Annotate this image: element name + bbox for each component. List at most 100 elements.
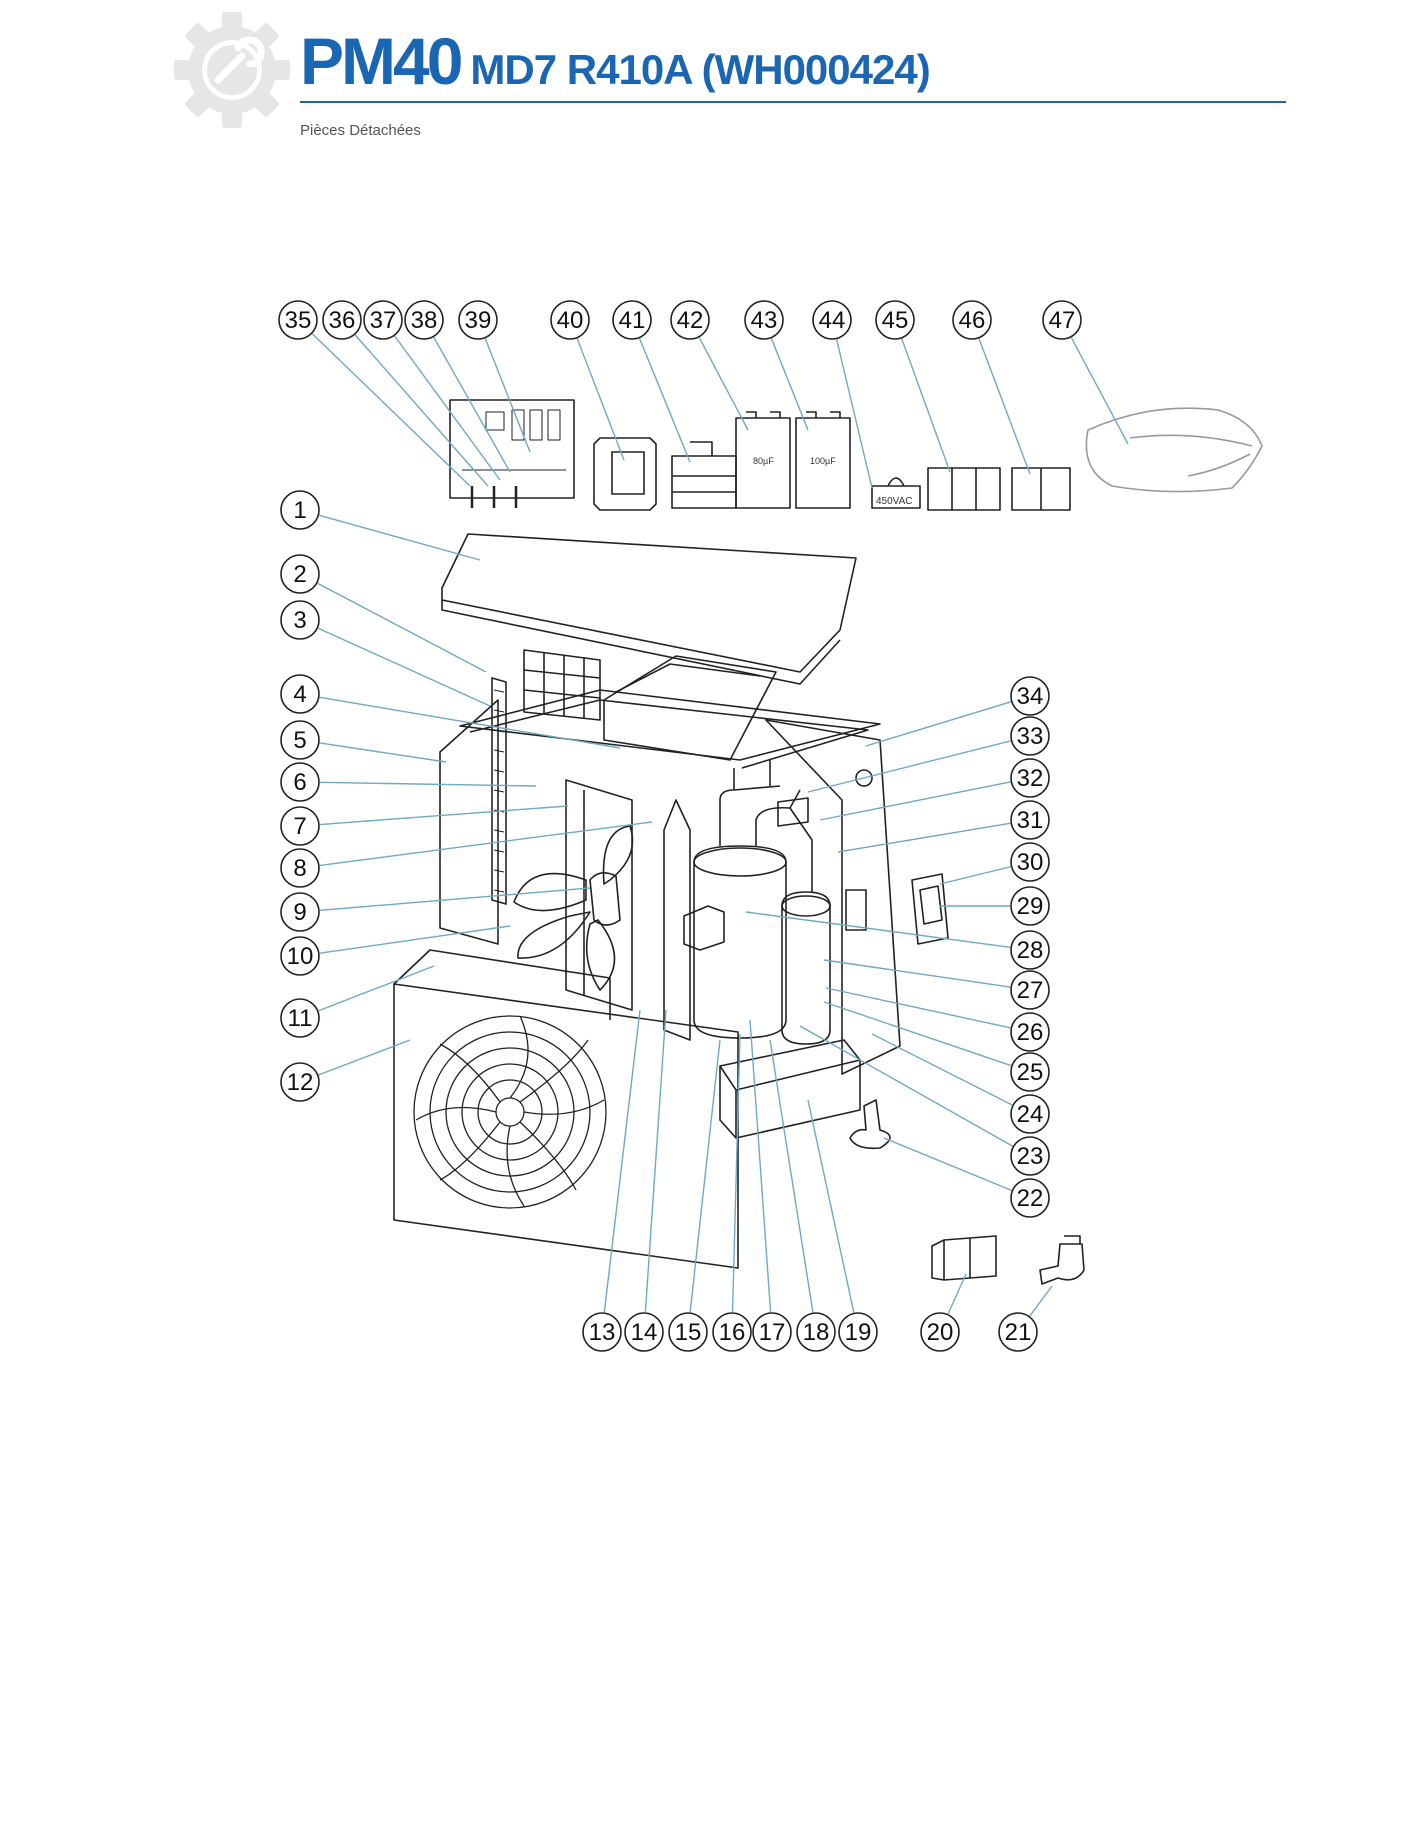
callout-number: 28 [1017, 937, 1044, 964]
callout-45: 45 [875, 300, 915, 340]
callout-number: 7 [293, 813, 306, 840]
callout-number: 4 [293, 681, 306, 708]
callout-9: 9 [280, 892, 320, 932]
callout-2: 2 [280, 554, 320, 594]
callout-number: 26 [1017, 1019, 1044, 1046]
callout-number: 2 [293, 561, 306, 588]
callout-number: 16 [719, 1319, 746, 1346]
leader-line-47 [1070, 337, 1129, 445]
callout-40: 40 [550, 300, 590, 340]
callout-19: 19 [838, 1312, 878, 1352]
leader-line-45 [901, 338, 951, 473]
terminal-block-3 [927, 467, 1001, 511]
leader-line-39 [484, 338, 531, 453]
title-underline [300, 101, 1286, 103]
callout-30: 30 [1010, 842, 1050, 882]
callout-number: 29 [1017, 893, 1044, 920]
pcb-board [449, 399, 575, 499]
compressor [693, 845, 787, 1039]
callout-number: 8 [293, 855, 306, 882]
callout-32: 32 [1010, 758, 1050, 798]
callout-number: 5 [293, 727, 306, 754]
callout-17: 17 [752, 1312, 792, 1352]
callout-number: 37 [370, 307, 397, 334]
callout-28: 28 [1010, 930, 1050, 970]
evaporator-grid [523, 649, 601, 721]
electrical-box [603, 655, 777, 761]
callout-number: 15 [675, 1319, 702, 1346]
leader-line-22 [883, 1137, 1012, 1192]
leader-line-30 [939, 866, 1011, 885]
callout-number: 20 [927, 1319, 954, 1346]
drain-elbow [1039, 1235, 1085, 1285]
leader-line-44 [835, 339, 873, 489]
leader-line-40 [576, 338, 625, 461]
callout-number: 21 [1005, 1319, 1032, 1346]
circuit-breaker [671, 441, 737, 509]
rubber-foot [849, 1099, 891, 1150]
callout-36: 36 [322, 300, 362, 340]
leader-line-37 [394, 335, 501, 481]
capacitor-100uf [795, 411, 851, 509]
title-variant: MD7 R410A (WH000424) [470, 46, 930, 93]
capacitor-4uf-label: 450VAC [876, 496, 913, 507]
callout-33: 33 [1010, 716, 1050, 756]
fan-blade [513, 825, 634, 991]
leader-line-5 [319, 742, 447, 763]
callout-18: 18 [796, 1312, 836, 1352]
callout-38: 38 [404, 300, 444, 340]
leader-line-6 [319, 781, 537, 787]
callout-42: 42 [670, 300, 710, 340]
documentation-pack [1085, 407, 1263, 493]
leader-line-38 [433, 337, 511, 473]
capacitor-80uf-label: 80µF [753, 456, 774, 466]
leader-line-25 [823, 1001, 1012, 1067]
callout-41: 41 [612, 300, 652, 340]
callout-11: 11 [280, 998, 320, 1038]
leader-line-26 [825, 987, 1011, 1029]
callout-number: 44 [819, 307, 846, 334]
capacitor-4uf [871, 477, 921, 509]
callout-number: 35 [285, 307, 312, 334]
title-model: PM40 [300, 24, 463, 98]
capacitor-80uf [735, 411, 791, 509]
callout-7: 7 [280, 806, 320, 846]
callout-39: 39 [458, 300, 498, 340]
callout-number: 18 [803, 1319, 830, 1346]
callout-25: 25 [1010, 1052, 1050, 1092]
callout-number: 34 [1017, 683, 1044, 710]
callout-43: 43 [744, 300, 784, 340]
callout-number: 13 [589, 1319, 616, 1346]
leader-line-18 [769, 1039, 814, 1313]
callout-number: 1 [293, 497, 306, 524]
callout-37: 37 [363, 300, 403, 340]
callout-27: 27 [1010, 970, 1050, 1010]
callout-47: 47 [1042, 300, 1082, 340]
callout-4: 4 [280, 674, 320, 714]
leader-line-19 [807, 1099, 855, 1313]
base-tray [719, 1039, 861, 1139]
refrigerant-piping [719, 760, 813, 892]
callout-number: 46 [959, 307, 986, 334]
callout-number: 12 [287, 1069, 314, 1096]
capacitor-100uf-label: 100µF [810, 456, 836, 466]
leader-line-24 [871, 1033, 1013, 1106]
motor-bracket [565, 779, 633, 1011]
callout-number: 22 [1017, 1185, 1044, 1212]
callout-number: 3 [293, 607, 306, 634]
callout-14: 14 [624, 1312, 664, 1352]
leader-line-14 [644, 1009, 667, 1313]
page-subtitle: Pièces Détachées [300, 122, 421, 139]
leader-line-12 [318, 1039, 411, 1076]
callout-46: 46 [952, 300, 992, 340]
callout-number: 6 [293, 769, 306, 796]
leader-line-9 [319, 887, 591, 912]
callout-number: 10 [287, 943, 314, 970]
leader-line-31 [837, 822, 1011, 853]
evaporator-coil [491, 677, 507, 905]
callout-44: 44 [812, 300, 852, 340]
callout-26: 26 [1010, 1012, 1050, 1052]
callout-24: 24 [1010, 1094, 1050, 1134]
leader-line-15 [689, 1039, 721, 1313]
